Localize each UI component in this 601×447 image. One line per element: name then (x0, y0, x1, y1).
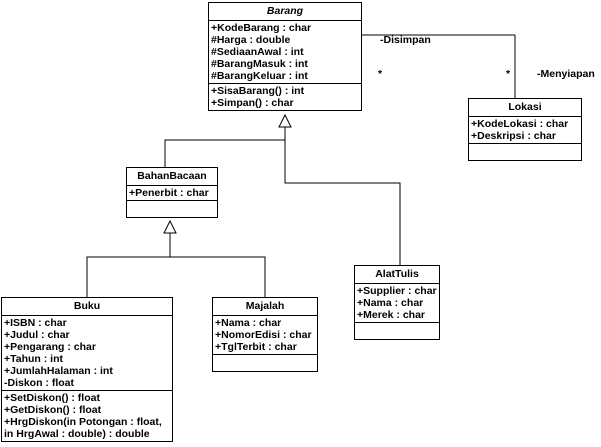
attribute: +JumlahHalaman : int (4, 365, 113, 377)
class-lokasi[interactable]: Lokasi +KodeLokasi : char +Deskripsi : c… (468, 98, 582, 161)
attribute: +KodeBarang : char (211, 22, 312, 34)
generalization-line-buku (86, 233, 171, 297)
attribute: +Deskripsi : char (471, 130, 556, 142)
attribute: +Pengarang : char (4, 341, 96, 353)
attribute: +TglTerbit : char (215, 341, 297, 353)
attribute: +Nama : char (357, 297, 424, 309)
attribute: +KodeLokasi : char (471, 118, 569, 130)
attributes-compartment: +Supplier : char +Nama : char +Merek : c… (355, 284, 439, 323)
multiplicity-barang: * (378, 68, 383, 80)
class-alattulis[interactable]: AlatTulis +Supplier : char +Nama : char … (354, 265, 440, 340)
attributes-compartment: +KodeBarang : char #Harga : double #Sedi… (209, 21, 361, 84)
operations-compartment (355, 323, 439, 339)
class-name: Buku (2, 298, 172, 316)
operation: in HrgAwal : double) : double (4, 428, 150, 440)
class-bahanbacaan[interactable]: BahanBacaan +Penerbit : char (126, 167, 218, 218)
attribute: +NomorEdisi : char (215, 329, 312, 341)
role-label-menyiapan: -Menyiapan (537, 68, 595, 80)
attribute: +Penerbit : char (129, 187, 209, 199)
class-name: Majalah (213, 298, 317, 316)
attribute: #BarangKeluar : int (211, 70, 308, 82)
attribute: +Supplier : char (357, 285, 437, 297)
operations-compartment (469, 144, 581, 160)
class-majalah[interactable]: Majalah +Nama : char +NomorEdisi : char … (212, 297, 318, 372)
class-name: AlatTulis (355, 266, 439, 284)
attributes-compartment: +KodeLokasi : char +Deskripsi : char (469, 117, 581, 144)
generalization-line-bahanbacaan (164, 127, 286, 167)
inheritance-arrowhead (278, 113, 292, 128)
operation: +GetDiskon() : float (4, 404, 102, 416)
generalization-line-majalah (170, 256, 266, 297)
operations-compartment: +SisaBarang() : int +Simpan() : char (209, 84, 361, 110)
attributes-compartment: +Penerbit : char (127, 186, 217, 201)
attributes-compartment: +Nama : char +NomorEdisi : char +TglTerb… (213, 316, 317, 355)
class-name: BahanBacaan (127, 168, 217, 186)
attribute: +Judul : char (4, 329, 70, 341)
operation: +SisaBarang() : int (211, 85, 305, 97)
attribute: #SediaanAwal : int (211, 46, 304, 58)
generalization-line-alattulis (284, 127, 401, 265)
operations-compartment: +SetDiskon() : float +GetDiskon() : floa… (2, 391, 172, 441)
operation: +HrgDiskon(in Potongan : float, (4, 416, 162, 428)
class-buku[interactable]: Buku +ISBN : char +Judul : char +Pengara… (1, 297, 173, 442)
attribute: #Harga : double (211, 34, 291, 46)
operation: +SetDiskon() : float (4, 392, 100, 404)
attribute: -Diskon : float (4, 377, 74, 389)
inheritance-arrowhead (163, 219, 177, 234)
operations-compartment (127, 201, 217, 217)
role-label-disimpan: -Disimpan (380, 34, 431, 46)
attribute: +Nama : char (215, 317, 282, 329)
class-name: Barang (209, 3, 361, 21)
operations-compartment (213, 355, 317, 371)
attribute: #BarangMasuk : int (211, 58, 308, 70)
operation: +Simpan() : char (211, 97, 294, 109)
multiplicity-lokasi: * (506, 68, 511, 80)
attribute: +Tahun : int (4, 353, 64, 365)
attribute: +ISBN : char (4, 317, 67, 329)
attributes-compartment: +ISBN : char +Judul : char +Pengarang : … (2, 316, 172, 391)
class-barang[interactable]: Barang +KodeBarang : char #Harga : doubl… (208, 2, 362, 111)
attribute: +Merek : char (357, 309, 425, 321)
class-name: Lokasi (469, 99, 581, 117)
